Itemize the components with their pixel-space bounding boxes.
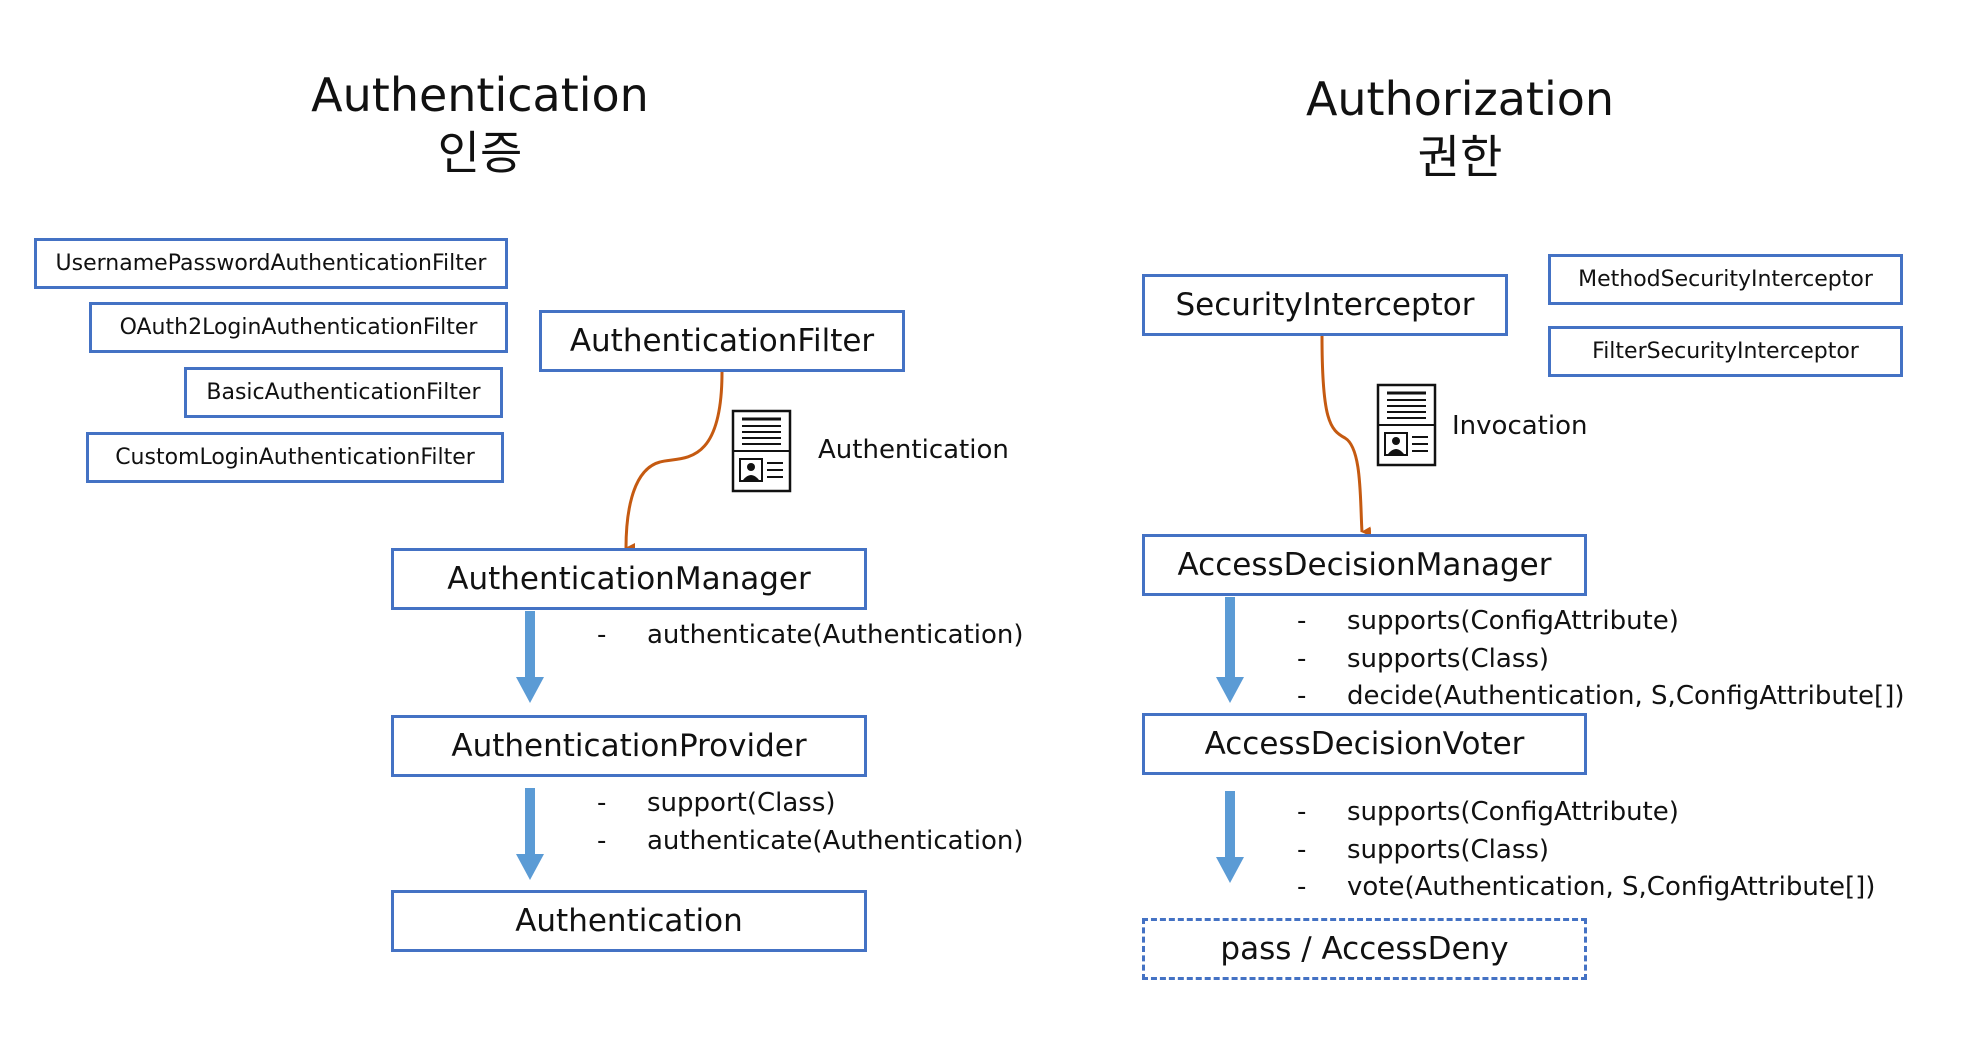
method-text: authenticate(Authentication) [647, 826, 1024, 856]
method-bullet: - [1297, 797, 1307, 827]
method-bullet: - [1297, 681, 1307, 711]
provider-method-item: - support(Class) [597, 786, 836, 820]
method-text: vote(Authentication, S,ConfigAttribute[]… [1347, 872, 1876, 902]
method-bullet: - [597, 620, 607, 650]
voter-to-result-arrow [1216, 791, 1244, 883]
method-bullet: - [1297, 644, 1307, 674]
access-decision-manager-label: AccessDecisionManager [1177, 547, 1552, 583]
document-id-card-icon [1376, 383, 1437, 467]
voter-method-item: - supports(ConfigAttribute) [1297, 795, 1679, 829]
access-result-box: pass / AccessDeny [1142, 918, 1587, 980]
filter-box-label: OAuth2LoginAuthenticationFilter [119, 315, 478, 340]
authentication-manager-box: AuthenticationManager [391, 548, 867, 610]
voter-method-item: - vote(Authentication, S,ConfigAttribute[… [1297, 870, 1875, 904]
filter-box-username-password: UsernamePasswordAuthenticationFilter [34, 238, 508, 289]
method-text: supports(ConfigAttribute) [1347, 606, 1679, 636]
authentication-manager-label: AuthenticationManager [447, 561, 811, 597]
filter-box-label: CustomLoginAuthenticationFilter [115, 445, 475, 470]
authentication-provider-label: AuthenticationProvider [451, 728, 807, 764]
method-security-interceptor-box: MethodSecurityInterceptor [1548, 254, 1903, 305]
access-decision-manager-box: AccessDecisionManager [1142, 534, 1587, 596]
access-decision-voter-box: AccessDecisionVoter [1142, 713, 1587, 775]
security-interceptor-box: SecurityInterceptor [1142, 274, 1508, 336]
interceptor-box-label: FilterSecurityInterceptor [1592, 339, 1859, 364]
method-text: decide(Authentication, S,ConfigAttribute… [1347, 681, 1905, 711]
document-id-card-icon [731, 409, 792, 493]
authentication-result-box: Authentication [391, 890, 867, 952]
filter-box-custom-login: CustomLoginAuthenticationFilter [86, 432, 504, 483]
authentication-subtitle-text: 인증 [437, 126, 523, 180]
method-text: supports(Class) [1347, 835, 1550, 865]
method-bullet: - [597, 788, 607, 818]
authentication-provider-box: AuthenticationProvider [391, 715, 867, 777]
authentication-result-label: Authentication [515, 903, 743, 939]
access-result-label: pass / AccessDeny [1220, 931, 1509, 967]
provider-method-item: - authenticate(Authentication) [597, 824, 1024, 858]
filter-to-manager-arrow [624, 371, 724, 554]
filter-box-oauth2-login: OAuth2LoginAuthenticationFilter [89, 302, 508, 353]
manager-method-item: - supports(Class) [1297, 642, 1549, 676]
method-bullet: - [1297, 606, 1307, 636]
interceptor-to-manager-arrow [1320, 335, 1372, 537]
method-text: support(Class) [647, 788, 836, 818]
manager-method-item: - decide(Authentication, S,ConfigAttribut… [1297, 679, 1904, 713]
security-interceptor-label: SecurityInterceptor [1175, 287, 1475, 323]
passed-authentication-label: Authentication [818, 435, 1009, 465]
manager-to-provider-arrow [516, 611, 544, 703]
authentication-title: Authentication 인증 [280, 66, 680, 182]
filter-security-interceptor-box: FilterSecurityInterceptor [1548, 326, 1903, 377]
method-text: authenticate(Authentication) [647, 620, 1024, 650]
method-bullet: - [597, 826, 607, 856]
manager-to-voter-arrow [1216, 597, 1244, 703]
authorization-subtitle-text: 권한 [1417, 130, 1503, 184]
authorization-title-text: Authorization [1305, 72, 1615, 126]
authorization-title: Authorization 권한 [1260, 70, 1660, 186]
access-decision-voter-label: AccessDecisionVoter [1204, 726, 1525, 762]
manager-method-item: - authenticate(Authentication) [597, 618, 1024, 652]
voter-method-item: - supports(Class) [1297, 833, 1549, 867]
method-bullet: - [1297, 835, 1307, 865]
method-bullet: - [1297, 872, 1307, 902]
filter-box-label: UsernamePasswordAuthenticationFilter [55, 251, 487, 276]
filter-box-basic: BasicAuthenticationFilter [184, 367, 503, 418]
manager-method-item: - supports(ConfigAttribute) [1297, 604, 1679, 638]
interceptor-box-label: MethodSecurityInterceptor [1578, 267, 1873, 292]
passed-invocation-label: Invocation [1452, 411, 1588, 441]
provider-to-result-arrow [516, 788, 544, 880]
authentication-filter-box: AuthenticationFilter [539, 310, 905, 372]
method-text: supports(ConfigAttribute) [1347, 797, 1679, 827]
authentication-title-text: Authentication [311, 68, 649, 122]
filter-box-label: BasicAuthenticationFilter [206, 380, 481, 405]
authentication-filter-label: AuthenticationFilter [569, 323, 875, 359]
method-text: supports(Class) [1347, 644, 1550, 674]
